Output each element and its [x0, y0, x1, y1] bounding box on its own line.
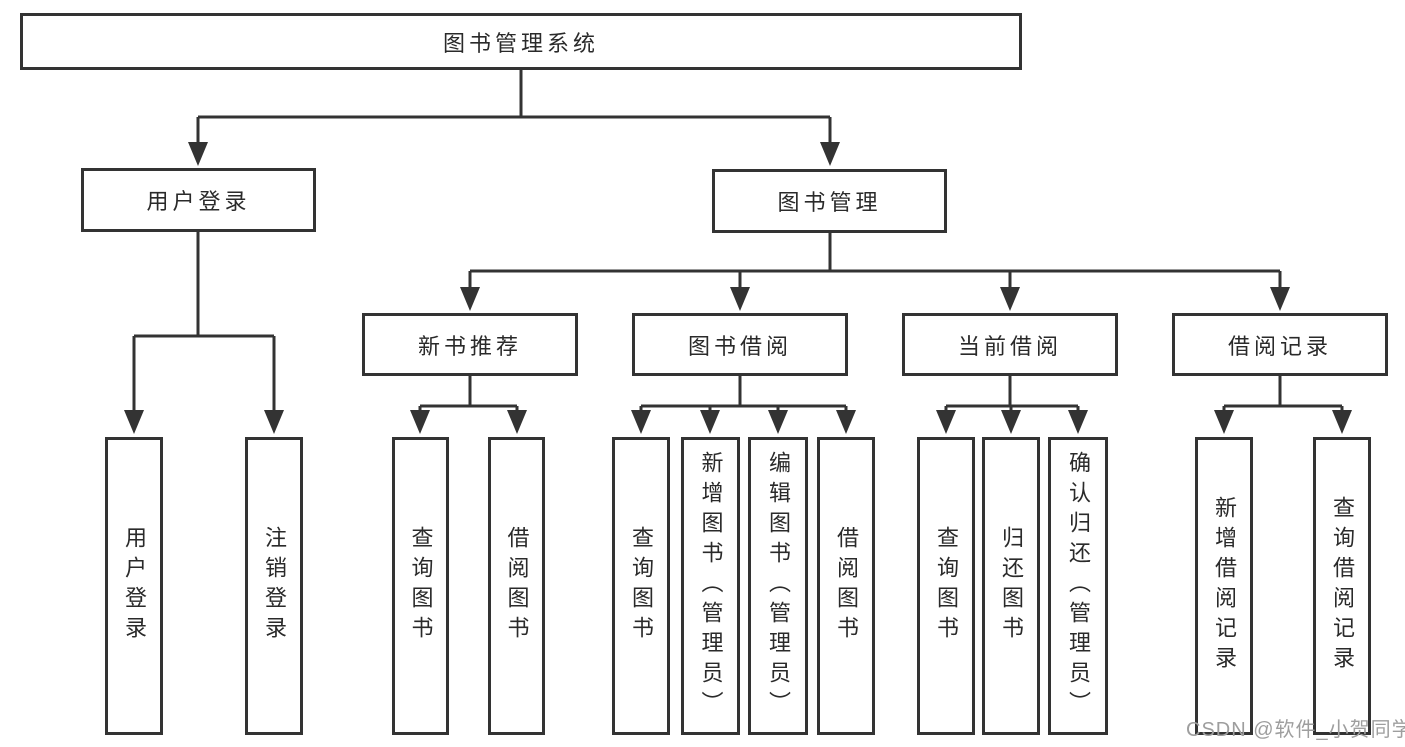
node-current-borrow: 当前借阅 — [902, 313, 1118, 376]
connector-borrow-records-split — [1214, 376, 1352, 434]
leaf-newrec-query-books-label: 查询图书 — [408, 526, 434, 646]
leaf-records-query-record-label: 查询借阅记录 — [1330, 496, 1355, 676]
connector-book-borrow-split — [631, 376, 856, 434]
leaf-logout-label: 注销登录 — [262, 526, 287, 646]
leaf-records-add-record-label: 新增借阅记录 — [1212, 496, 1237, 676]
leaf-current-return-books-label: 归还图书 — [999, 526, 1024, 646]
leaf-user-login: 用户登录 — [105, 437, 163, 735]
node-user-login: 用户登录 — [81, 168, 316, 232]
leaf-borrow-edit-books-admin: 编辑图书（管理员） — [748, 437, 808, 735]
connector-book-mgmt-split — [460, 233, 1290, 311]
leaf-current-query-books: 查询图书 — [917, 437, 975, 735]
leaf-borrow-add-books-admin: 新增图书（管理员） — [681, 437, 740, 735]
node-root: 图书管理系统 — [20, 13, 1022, 70]
node-borrow-records: 借阅记录 — [1172, 313, 1388, 376]
leaf-borrow-borrow-books: 借阅图书 — [817, 437, 875, 735]
connector-current-borrow-split — [936, 376, 1088, 434]
leaf-records-query-record: 查询借阅记录 — [1313, 437, 1371, 735]
leaf-current-return-books: 归还图书 — [982, 437, 1040, 735]
leaf-current-query-books-label: 查询图书 — [934, 526, 959, 646]
leaf-current-confirm-return-admin: 确认归还（管理员） — [1048, 437, 1108, 735]
csdn-watermark: CSDN @软件_小贺同学 — [1186, 719, 1405, 741]
node-new-book-rec: 新书推荐 — [362, 313, 578, 376]
connector-new-book-rec-split — [410, 376, 527, 434]
leaf-current-confirm-return-admin-label: 确认归还（管理员） — [1066, 451, 1091, 721]
leaf-borrow-borrow-books-label: 借阅图书 — [834, 526, 859, 646]
leaf-records-add-record: 新增借阅记录 — [1195, 437, 1253, 735]
leaf-logout: 注销登录 — [245, 437, 303, 735]
connector-root-split — [188, 70, 840, 166]
node-book-mgmt: 图书管理 — [712, 169, 947, 233]
leaf-borrow-query-books: 查询图书 — [612, 437, 670, 735]
leaf-user-login-label: 用户登录 — [122, 526, 147, 646]
leaf-borrow-add-books-admin-label: 新增图书（管理员） — [698, 451, 724, 721]
leaf-borrow-query-books-label: 查询图书 — [629, 526, 654, 646]
leaf-newrec-borrow-books: 借阅图书 — [488, 437, 545, 735]
node-book-borrow: 图书借阅 — [632, 313, 848, 376]
leaf-borrow-edit-books-admin-label: 编辑图书（管理员） — [766, 451, 791, 721]
leaf-newrec-query-books: 查询图书 — [392, 437, 449, 735]
leaf-newrec-borrow-books-label: 借阅图书 — [504, 526, 530, 646]
connector-user-login-split — [124, 232, 284, 434]
